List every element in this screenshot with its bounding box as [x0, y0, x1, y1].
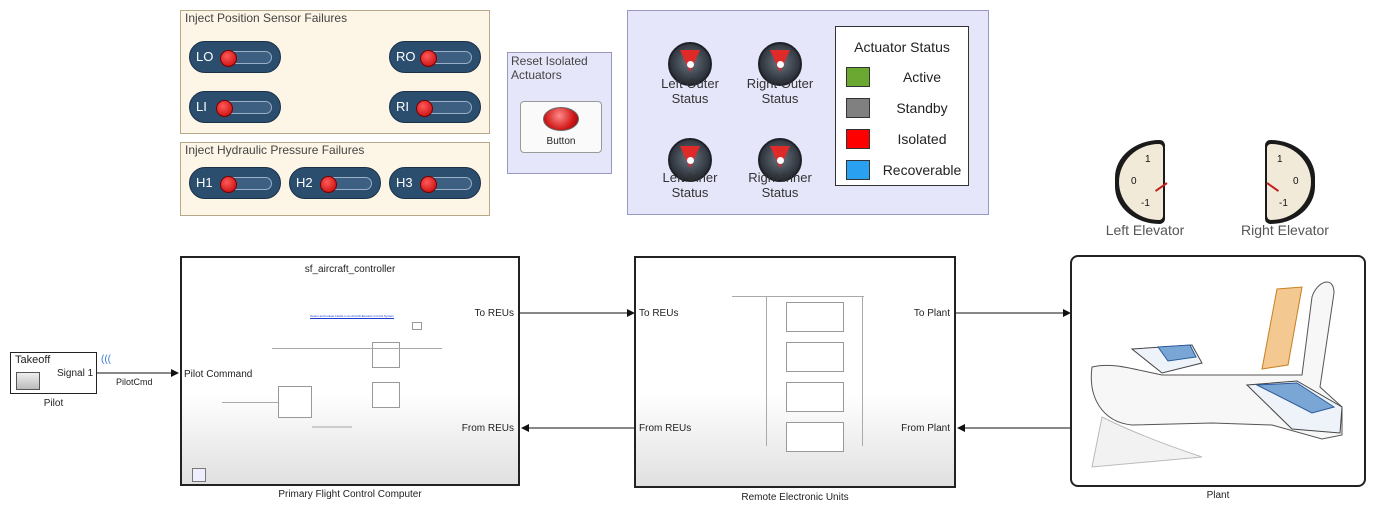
model-browser-icon[interactable] [192, 468, 206, 482]
legend-label: Standby [896, 100, 948, 116]
left-inner-status-gauge [668, 138, 712, 182]
pilot-top-label: Takeoff [15, 354, 51, 366]
gauge-label: Right Inner Status [748, 170, 812, 200]
toggle-knob[interactable] [220, 50, 237, 67]
legend-swatch-isolated [846, 129, 870, 149]
gauge-hub [777, 61, 784, 68]
gauge-label: Left Inner Status [662, 170, 718, 200]
push-button-icon [543, 107, 579, 131]
toggle-label: H1 [196, 175, 213, 190]
gauge-hub [777, 157, 784, 164]
legend-swatch-recoverable [846, 160, 870, 180]
subsystem-preview [412, 322, 422, 330]
toggle-label: LO [196, 49, 214, 64]
panel-title: Inject Hydraulic Pressure Failures [185, 143, 365, 157]
position-sensor-failure-panel: Inject Position Sensor Failures LO RO LI… [180, 10, 490, 134]
toggle-li[interactable]: LI [189, 91, 281, 123]
port-to-reus: To REUs [474, 308, 514, 319]
actuator-status-legend: Actuator Status Active Standby Isolated … [835, 26, 969, 186]
right-outer-status-gauge [758, 42, 802, 86]
gauge-tick-label: 1 [1277, 154, 1283, 165]
gauge-tick-label: 1 [1145, 154, 1151, 165]
reset-isolated-actuators-panel: Reset Isolated Actuators Button [507, 52, 612, 174]
reu-preview [786, 342, 844, 372]
gauge-tick-label: -1 [1141, 198, 1150, 209]
model-link[interactable]: Detect and Isolate Faults in an Aircraft… [310, 314, 394, 318]
reu-preview [786, 302, 844, 332]
preview-line [272, 348, 442, 349]
pfcc-block-name: Primary Flight Control Computer [278, 489, 422, 500]
subsystem-preview [278, 386, 312, 418]
toggle-knob[interactable] [220, 176, 237, 193]
gauge-label: Right Outer Status [746, 76, 814, 106]
panel-title: Reset Isolated Actuators [511, 54, 588, 82]
port-from-plant: From Plant [901, 423, 950, 434]
toggle-knob[interactable] [216, 100, 233, 117]
gauge-tick-label: 0 [1293, 176, 1299, 187]
signal-builder-icon [16, 372, 40, 390]
toggle-ri[interactable]: RI [389, 91, 481, 123]
plant-block[interactable] [1070, 255, 1366, 487]
preview-line [862, 296, 863, 446]
preview-line [766, 296, 767, 446]
toggle-knob[interactable] [416, 100, 433, 117]
toggle-ro[interactable]: RO [389, 41, 481, 73]
remote-electronic-units-block[interactable]: To REUs To Plant From REUs From Plant [634, 256, 956, 488]
toggle-lo[interactable]: LO [189, 41, 281, 73]
legend-swatch-standby [846, 98, 870, 118]
preview-line [222, 402, 278, 403]
subsystem-preview [372, 342, 400, 368]
left-elevator-label: Left Elevator [1105, 222, 1185, 238]
aircraft-tail-icon [1090, 281, 1343, 468]
reset-button[interactable]: Button [520, 101, 602, 153]
toggle-label: RI [396, 99, 409, 114]
gauge-tick-label: -1 [1279, 198, 1288, 209]
toggle-label: H3 [396, 175, 413, 190]
primary-flight-control-computer-block[interactable]: sf_aircraft_controller Detect and Isolat… [180, 256, 520, 486]
gauge-label: Left Outer Status [661, 76, 719, 106]
gauge-hub [687, 157, 694, 164]
reu-preview [786, 382, 844, 412]
reu-block-name: Remote Electronic Units [741, 492, 849, 503]
legend-label: Isolated [897, 131, 947, 147]
legend-label: Active [902, 69, 942, 85]
port-pilot-command: Pilot Command [184, 369, 253, 380]
toggle-label: H2 [296, 175, 313, 190]
legend-swatch-active [846, 67, 870, 87]
gauge-hub [687, 61, 694, 68]
legend-label: Recoverable [882, 162, 962, 178]
right-elevator-label: Right Elevator [1241, 222, 1329, 238]
toggle-label: LI [196, 99, 207, 114]
wireless-signal-icon: ((( [101, 354, 111, 365]
toggle-knob[interactable] [420, 176, 437, 193]
plant-block-name: Plant [1206, 490, 1230, 501]
toggle-h2[interactable]: H2 [289, 167, 381, 199]
button-label: Button [546, 136, 576, 147]
port-from-reus: From REUs [639, 423, 692, 434]
port-to-reus: To REUs [639, 308, 679, 319]
port-to-plant: To Plant [913, 308, 950, 319]
left-outer-status-gauge [668, 42, 712, 86]
toggle-h3[interactable]: H3 [389, 167, 481, 199]
toggle-h1[interactable]: H1 [189, 167, 281, 199]
right-inner-status-gauge [758, 138, 802, 182]
toggle-label: RO [396, 49, 416, 64]
preview-line [732, 296, 864, 297]
hydraulic-pressure-failure-panel: Inject Hydraulic Pressure Failures H1 H2… [180, 142, 490, 216]
panel-title: Inject Position Sensor Failures [185, 11, 348, 25]
port-from-reus: From REUs [461, 423, 514, 434]
subsystem-title: sf_aircraft_controller [304, 264, 396, 275]
preview-line [312, 426, 352, 428]
toggle-knob[interactable] [320, 176, 337, 193]
pilot-signal-label: PilotCmd [116, 377, 153, 387]
toggle-knob[interactable] [420, 50, 437, 67]
legend-title: Actuator Status [854, 39, 950, 55]
pilot-block-name: Pilot [43, 398, 64, 409]
subsystem-preview [372, 382, 400, 408]
reu-preview [786, 422, 844, 452]
pilot-port-label: Signal 1 [57, 368, 94, 379]
gauge-tick-label: 0 [1131, 176, 1137, 187]
pilot-block[interactable]: Takeoff Signal 1 [10, 352, 97, 394]
